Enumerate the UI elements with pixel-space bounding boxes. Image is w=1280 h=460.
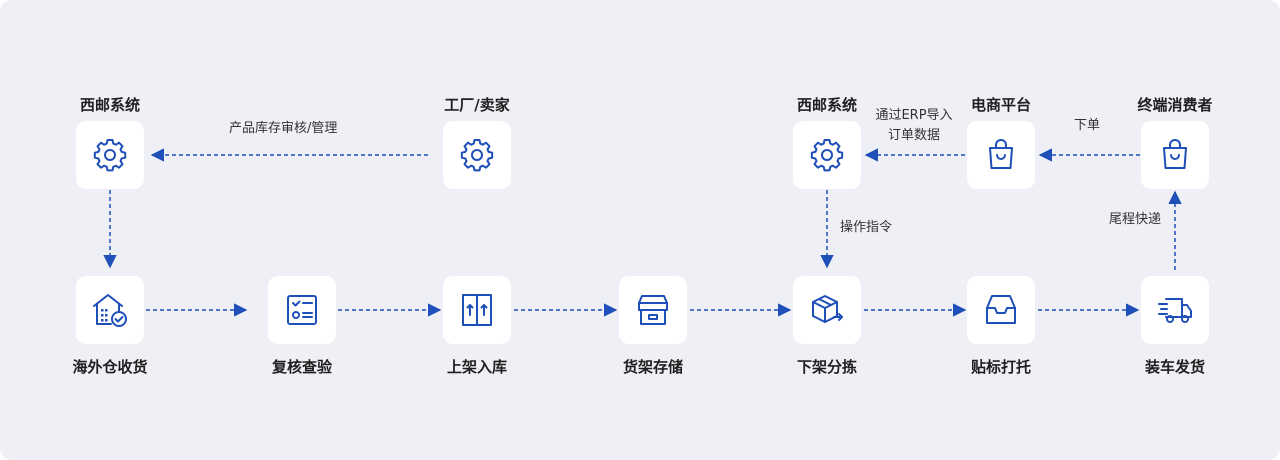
- storage-box-icon: [638, 295, 668, 325]
- node-xiyou-left: [76, 121, 144, 189]
- node-step-shelving: [443, 276, 511, 344]
- edge-label-place-order: 下单: [1074, 118, 1101, 133]
- gear-icon: [810, 139, 844, 172]
- gear-icon: [93, 139, 127, 172]
- node-title-factory-seller: 工厂/卖家: [444, 96, 510, 114]
- node-step-receive: [76, 276, 144, 344]
- edge-label-erp-line2: 订单数据: [887, 128, 940, 143]
- node-factory-seller: [443, 121, 511, 189]
- edge-label-erp-line1: 通过ERP导入: [875, 108, 953, 123]
- inbox-tray-icon: [986, 295, 1016, 324]
- edge-label-last-mile: 尾程快递: [1109, 212, 1162, 227]
- shelf-up-icon: [462, 294, 492, 326]
- shopping-bag-icon: [989, 139, 1013, 169]
- edge-label-erp-import: 通过ERP导入 订单数据: [866, 106, 962, 146]
- node-step-picking: [793, 276, 861, 344]
- node-title-xiyou-right: 西邮系统: [796, 96, 858, 114]
- step-label-shipping: 装车发货: [1144, 358, 1206, 376]
- step-label-labeling: 贴标打托: [970, 358, 1032, 376]
- node-xiyou-right: [793, 121, 861, 189]
- node-ecommerce: [967, 121, 1035, 189]
- checklist-icon: [287, 295, 317, 325]
- node-consumer: [1141, 121, 1209, 189]
- node-title-xiyou-left: 西邮系统: [79, 96, 141, 114]
- step-label-receive: 海外仓收货: [72, 358, 148, 376]
- node-step-review: [268, 276, 336, 344]
- node-title-ecommerce: 电商平台: [970, 96, 1032, 114]
- warehouse-check-icon: [93, 294, 127, 327]
- edge-label-product-review: 产品库存审核/管理: [229, 121, 338, 136]
- node-title-consumer: 终端消费者: [1137, 96, 1213, 114]
- node-step-storage: [619, 276, 687, 344]
- box-out-icon: [812, 295, 843, 323]
- gear-icon: [460, 139, 494, 172]
- step-label-review: 复核查验: [271, 358, 333, 376]
- edge-label-operation-command: 操作指令: [840, 220, 893, 235]
- step-label-picking: 下架分拣: [796, 358, 858, 376]
- shopping-bag-icon: [1163, 139, 1187, 169]
- step-label-shelving: 上架入库: [446, 358, 508, 376]
- node-step-labeling: [967, 276, 1035, 344]
- node-step-shipping: [1141, 276, 1209, 344]
- delivery-truck-icon: [1158, 298, 1192, 323]
- step-label-storage: 货架存储: [622, 358, 684, 376]
